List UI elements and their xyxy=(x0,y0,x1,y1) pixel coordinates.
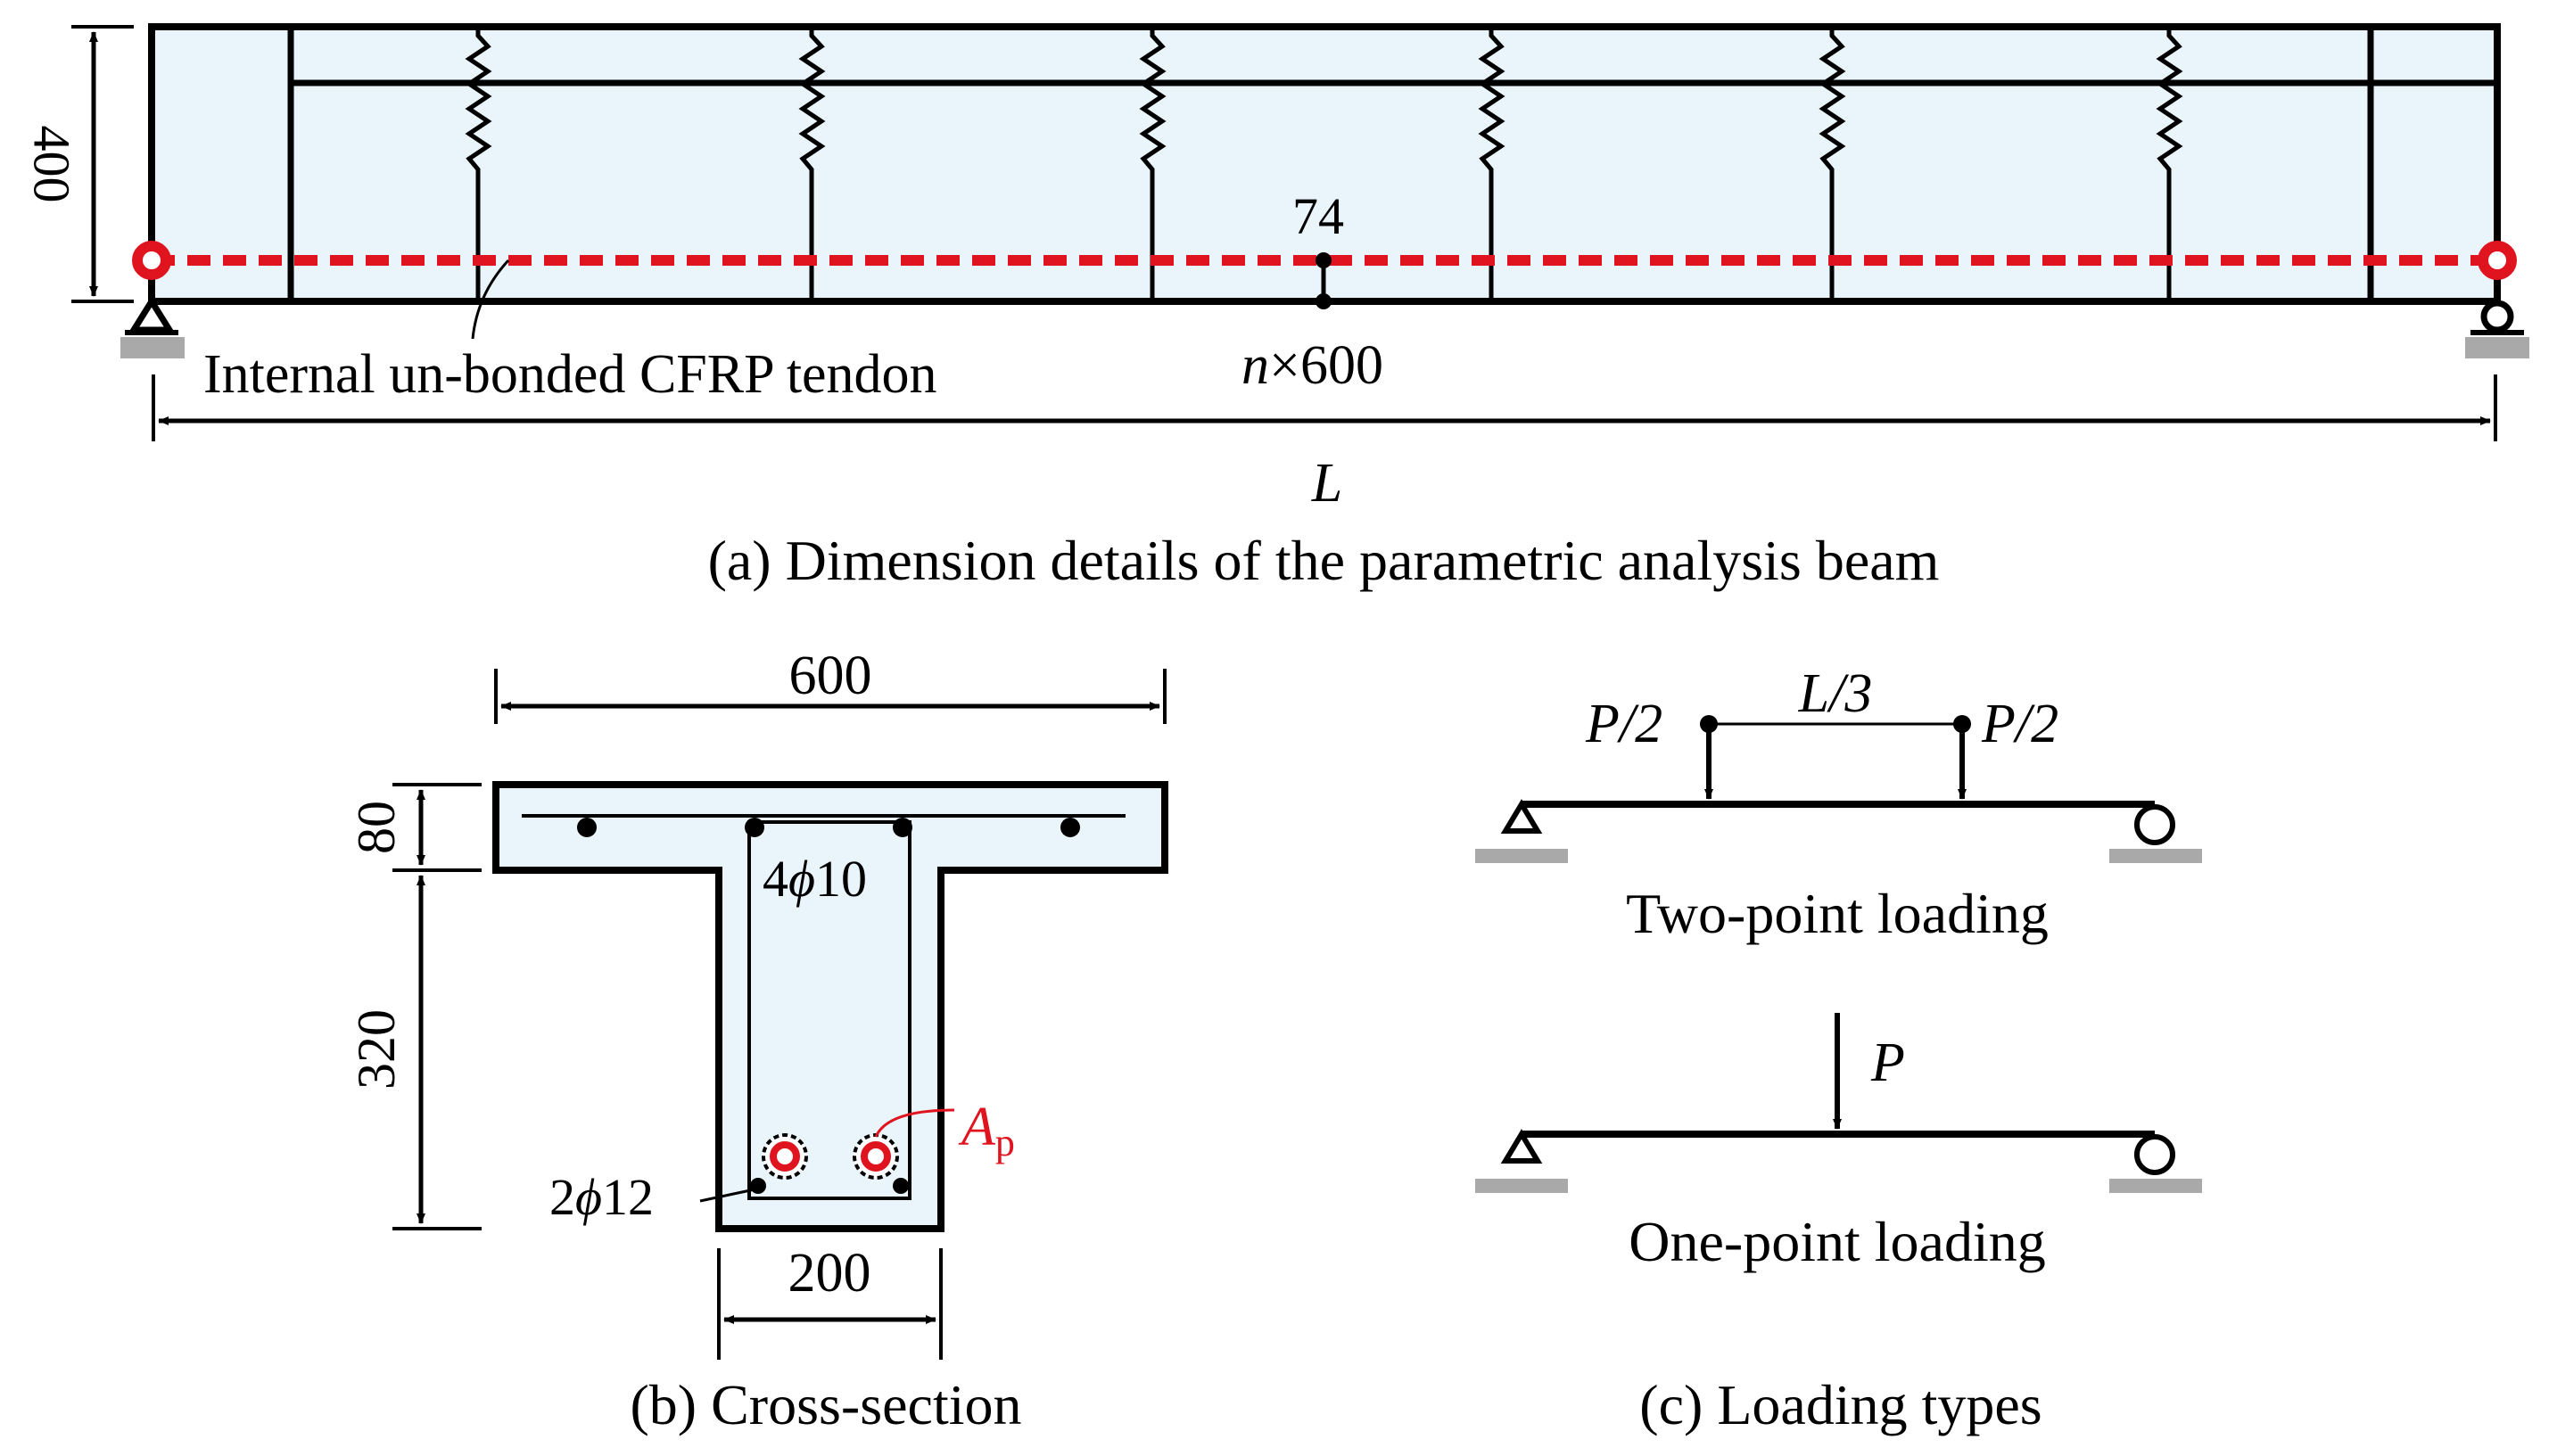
crack-mark xyxy=(1478,27,1505,301)
crack-mark xyxy=(798,27,826,301)
panel-c-loading-types: P/2 P/2 L/3 Two-point loading P One-poin… xyxy=(1475,663,2202,1436)
tendon-core-left xyxy=(770,1141,800,1172)
eccentricity-dot-bottom xyxy=(1316,293,1332,309)
stirrup-spacing-label: n×600 xyxy=(1241,335,1383,396)
crack-mark xyxy=(465,27,492,301)
load-half-left-label: P/2 xyxy=(1585,694,1662,754)
panel-a-caption: (a) Dimension details of the parametric … xyxy=(708,529,1940,592)
tendon-anchor-left xyxy=(132,241,171,280)
pin-support-left xyxy=(120,295,185,358)
roller-support xyxy=(2134,1134,2175,1175)
support-pad xyxy=(1475,849,1568,863)
rebar-dot xyxy=(893,818,912,837)
panel-b-cross-section: Ap 4ϕ10 2ϕ12 600 80 320 200 (b) Cross-se… xyxy=(347,646,1168,1436)
one-point-loading-diagram: P One-point loading xyxy=(1475,1013,2202,1273)
tendon-area-label: Ap xyxy=(958,1097,1015,1164)
tendon-core-right xyxy=(861,1141,891,1172)
tendon-anchor-right xyxy=(2478,241,2517,280)
two-point-loading-label: Two-point loading xyxy=(1626,882,2049,945)
load-half-right-label: P/2 xyxy=(1981,694,2058,754)
crack-mark xyxy=(1819,27,1846,301)
support-pad xyxy=(2109,849,2202,863)
web-width-label: 200 xyxy=(788,1243,871,1304)
rebar-dot xyxy=(577,818,597,837)
beam-height-label: 400 xyxy=(23,126,81,203)
support-pad xyxy=(2109,1179,2202,1193)
support-pad xyxy=(1475,1179,1568,1193)
flange-width-label: 600 xyxy=(789,646,872,706)
load-spacing-label: L/3 xyxy=(1798,663,1873,724)
one-point-loading-label: One-point loading xyxy=(1629,1210,2045,1273)
stirrup-outline xyxy=(747,820,911,1200)
top-bars xyxy=(577,818,1080,837)
eccentricity-label: 74 xyxy=(1292,187,1344,245)
rebar-dot xyxy=(893,1178,909,1194)
bottom-bars-label: 2ϕ12 xyxy=(549,1168,654,1226)
crack-marks xyxy=(465,27,2183,301)
roller-support xyxy=(2134,804,2175,845)
crack-mark xyxy=(2156,27,2183,301)
tendon-label: Internal un-bonded CFRP tendon xyxy=(203,344,937,405)
rebar-dot xyxy=(750,1178,766,1194)
pin-support xyxy=(1500,1129,1543,1164)
t-section-outline xyxy=(492,781,1168,1232)
eccentricity-dot-top xyxy=(1316,252,1332,268)
web-depth-label: 320 xyxy=(347,1009,406,1090)
pin-support xyxy=(1500,799,1543,834)
roller-support-right xyxy=(2465,300,2529,358)
tendon-area-leader xyxy=(874,1108,955,1138)
top-bars-label: 4ϕ10 xyxy=(763,850,867,908)
load-single-label: P xyxy=(1870,1032,1905,1093)
rebar-dot xyxy=(745,818,764,837)
bottom-bars-leader xyxy=(699,1188,755,1203)
flange-depth-label: 80 xyxy=(347,801,406,854)
panel-b-caption: (b) Cross-section xyxy=(630,1373,1021,1436)
span-label: L xyxy=(1311,453,1342,514)
tendon-leader-line xyxy=(471,259,510,340)
crack-mark xyxy=(1139,27,1167,301)
panel-c-caption: (c) Loading types xyxy=(1639,1373,2041,1436)
panel-a-beam-elevation: 400 74 Internal un-bonded CFRP tendon n×… xyxy=(23,23,2529,592)
rebar-dot xyxy=(1060,818,1080,837)
two-point-loading-diagram: P/2 P/2 L/3 Two-point loading xyxy=(1475,663,2202,945)
